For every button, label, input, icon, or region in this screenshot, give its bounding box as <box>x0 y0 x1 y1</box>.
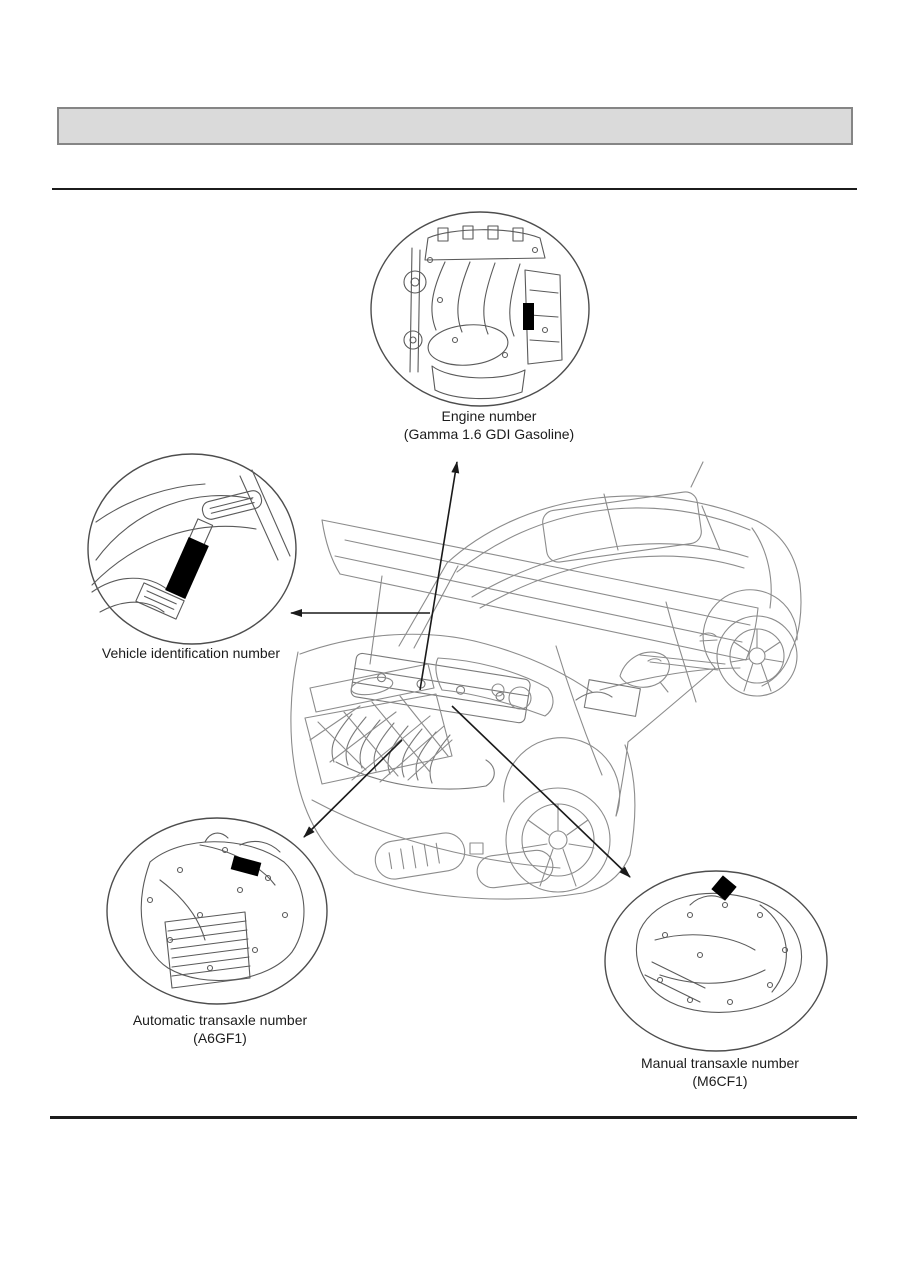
vin-label: Vehicle identification number <box>41 644 341 662</box>
manual-transaxle-label-line1: Manual transaxle number <box>641 1055 799 1071</box>
bottom-divider-rule <box>50 1116 857 1119</box>
vin-label-line1: Vehicle identification number <box>101 645 281 661</box>
engine-number-arrow <box>419 461 460 691</box>
engine-number-label-line2: (Gamma 1.6 GDI Gasoline) <box>403 426 575 442</box>
auto-transaxle-number-marker <box>230 855 262 877</box>
headlight-outline <box>435 657 554 717</box>
vin-plate-marker <box>165 537 209 599</box>
top-divider-rule <box>52 188 857 190</box>
car-illustration <box>290 461 802 900</box>
sunroof-outline <box>542 491 702 563</box>
manual-transaxle-arrow <box>451 705 631 878</box>
engine-callout-circle <box>370 211 590 407</box>
engine-number-label-line1: Engine number <box>441 408 537 424</box>
auto-transaxle-label-line2: (A6GF1) <box>193 1030 247 1046</box>
auto-transaxle-callout-circle <box>106 817 328 1005</box>
fog-lamp-left <box>374 832 466 880</box>
engine-in-bay <box>331 652 641 790</box>
side-mirror <box>619 651 670 688</box>
auto-transaxle-arrow <box>303 739 403 838</box>
hood-prop-rod <box>369 575 383 665</box>
engine-number-label: Engine number (Gamma 1.6 GDI Gasoline) <box>339 407 639 443</box>
open-hood <box>321 519 759 671</box>
vin-callout-circle <box>87 453 297 645</box>
section-header-bar <box>57 107 853 145</box>
fog-lamp-right <box>476 849 554 889</box>
callout-arrows <box>290 461 631 878</box>
auto-transaxle-label-line1: Automatic transaxle number <box>132 1012 308 1028</box>
manual-transaxle-callout-circle <box>604 870 828 1052</box>
kia-badge <box>350 676 394 696</box>
manual-transaxle-number-marker <box>711 875 737 901</box>
front-wheel <box>505 787 611 893</box>
manual-transaxle-label-line2: (M6CF1) <box>692 1073 748 1089</box>
antenna-line <box>690 461 704 488</box>
manual-transaxle-label: Manual transaxle number (M6CF1) <box>570 1054 870 1090</box>
door-handle <box>699 632 718 642</box>
auto-transaxle-label: Automatic transaxle number (A6GF1) <box>70 1011 370 1047</box>
front-fascia <box>290 651 636 900</box>
engine-number-marker <box>523 303 534 330</box>
